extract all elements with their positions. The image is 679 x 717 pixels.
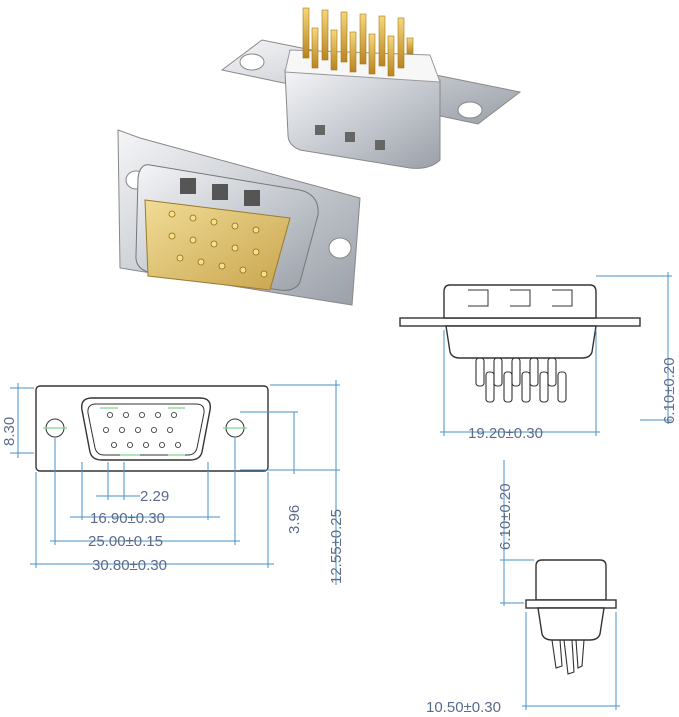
- side-view-pins: [475, 357, 567, 403]
- dim-shell-width: 16.90±0.30: [90, 510, 165, 527]
- dim-front-height-flange: 8.30: [1, 417, 18, 446]
- end-view-drawing: 6.10±0.20 10.50±0.30: [426, 460, 620, 716]
- dim-shell-height: 3.96: [286, 505, 303, 534]
- dim-mounting-hole-spacing: 25.00±0.15: [88, 533, 163, 550]
- side-view-drawing: 19.20±0.30 6.10±0.20: [399, 272, 678, 442]
- end-view-pins: [551, 639, 585, 675]
- rear-gold-pins: [302, 7, 414, 77]
- dim-end-width: 10.50±0.30: [426, 699, 501, 716]
- dim-side-width: 19.20±0.30: [468, 425, 543, 442]
- front-gold-pins: [168, 210, 268, 278]
- dim-side-height: 6.10±0.20: [661, 357, 678, 424]
- dim-pin-pitch: 2.29: [140, 488, 169, 505]
- connector-render-front: [117, 129, 361, 306]
- front-view-drawing: 8.30 2.29 3.96 12.55±0.25 16.90±0.30 25.…: [1, 380, 345, 585]
- dim-end-height: 6.10±0.20: [497, 483, 514, 550]
- connector-render-rear: [220, 7, 522, 169]
- dim-overall-height: 12.55±0.25: [328, 509, 345, 584]
- dim-overall-width: 30.80±0.30: [92, 557, 167, 574]
- front-view-pins: [103, 411, 181, 448]
